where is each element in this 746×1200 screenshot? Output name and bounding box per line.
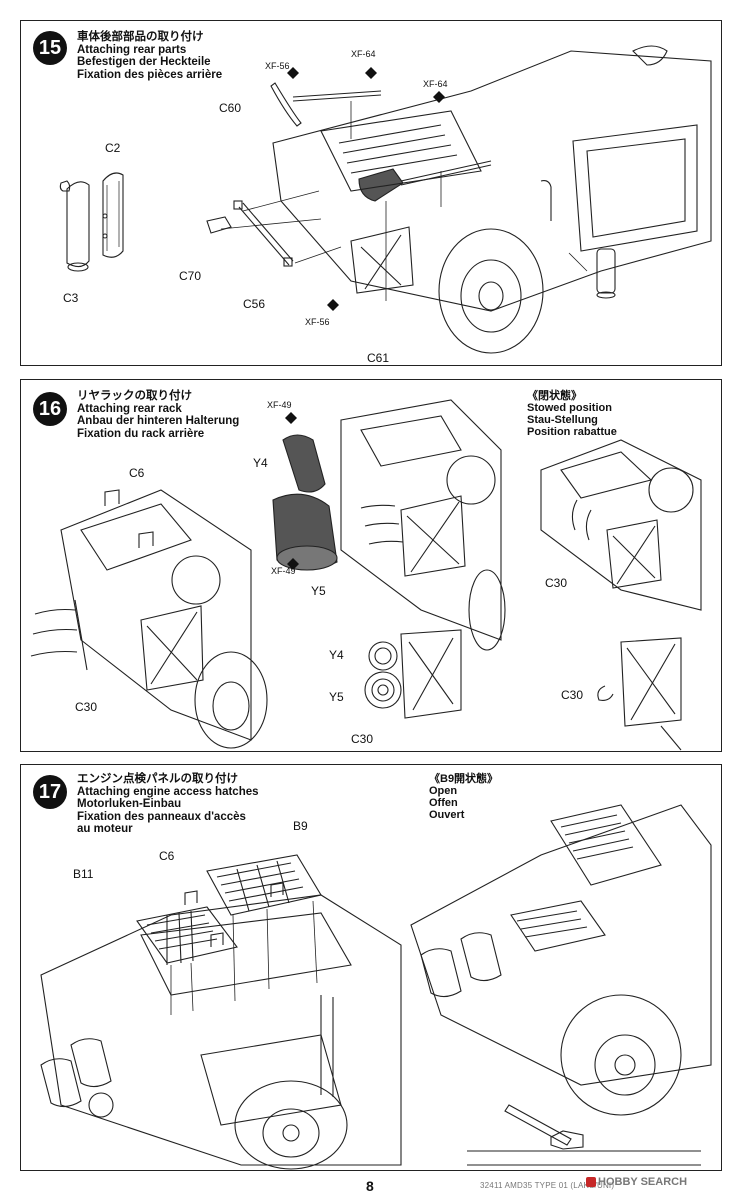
label-y5: Y5 [311,584,326,598]
part-b9-hatch [206,854,322,916]
part-c60-pickaxe [270,82,382,127]
step-16-number: 16 [33,392,67,426]
step-16-title-jp: リヤラックの取り付け [77,390,192,402]
label-xf64-right: XF-64 [423,79,448,89]
step-17-title-fr: Fixation des panneaux d'accès [77,810,246,823]
label-y5-detail: Y5 [329,690,344,704]
open-en: Open [429,785,458,797]
stowed-jp: 《閉状態》 [527,390,582,402]
step-16-illustration [30,399,702,751]
stowed-de: Stau-Stellung [527,414,598,426]
label-c30-right-bottom: C30 [561,688,584,702]
vehicle-rear-15 [272,45,712,354]
label-b11: B11 [73,867,94,881]
label-xf56-bottom: XF-56 [305,317,330,327]
part-c56-rod [233,200,294,267]
part-c70 [206,216,232,234]
label-c30-right-top: C30 [545,576,568,590]
step-15-title-fr: Fixation des pièces arrière [77,68,223,81]
vehicle-rear-16-stowed [540,439,702,611]
label-xf49-top: XF-49 [267,400,292,410]
part-c30-rack [30,599,88,671]
step-16-title-de: Anbau der hinteren Halterung [77,415,240,427]
stowed-en: Stowed position [527,402,612,414]
step-15-illustration [59,45,712,354]
vehicle-rear-16-middle [340,399,506,651]
label-c3: C3 [63,291,79,305]
vehicle-rear-17-left [40,894,402,1170]
step-17-open-caption: 《B9開状態》 Open Offen Ouvert [429,773,498,821]
part-c61-shovel [358,160,492,202]
step-15-title: 車体後部部品の取り付け Attaching rear parts Befesti… [77,31,222,81]
step-16-stowed-caption: 《閉状態》 Stowed position Stau-Stellung Posi… [527,390,617,438]
paint-markers-16 [285,412,299,570]
open-fr: Ouvert [429,809,465,821]
step-17-illustration [40,804,712,1170]
step-15-number: 15 [33,31,67,65]
label-y4: Y4 [253,456,268,470]
step-15-title-jp: 車体後部部品の取り付け [77,31,204,43]
step-15-title-de: Befestigen der Heckteile [77,56,211,68]
label-xf56-top: XF-56 [265,61,290,71]
step-17-title-fr-2: au moteur [77,823,133,835]
label-c6-16: C6 [129,466,145,480]
stowed-fr: Position rabattue [527,426,617,438]
vehicle-rear-17-open [410,804,712,1116]
step-17-panel: 17 エンジン点検パネルの取り付け Attaching engine acces… [20,764,722,1171]
step-16-title-fr: Fixation du rack arrière [77,427,205,440]
label-xf49-bottom: XF-49 [271,566,296,576]
part-b11-hatch [136,906,238,965]
part-c6-hooks-17 [184,882,284,947]
part-c2-c3-halves [59,172,124,272]
step-16-title: リヤラックの取り付け Attaching rear rack Anbau der… [77,390,239,440]
step-17-number: 17 [33,775,67,809]
paint-markers-15 [287,67,445,311]
page-number: 8 [366,1178,374,1194]
watermark-logo-icon [586,1177,596,1187]
parts-y4-y5-bedrolls [272,434,338,571]
label-c56: C56 [243,297,266,311]
label-c2: C2 [105,141,121,155]
footer-code: 32411 AMD35 TYPE 01 (LAKS/UNI) [480,1181,615,1190]
label-y4-detail: Y4 [329,648,344,662]
label-c30-detail: C30 [351,732,374,746]
vehicle-rear-16-left [60,489,268,749]
leader-lines-17 [170,900,318,1015]
detail-b9-hinge [467,1104,701,1166]
step-17-title-jp: エンジン点検パネルの取り付け [77,773,238,785]
step-15-title-en: Attaching rear parts [77,43,187,56]
label-c6-17: C6 [159,849,175,863]
step-17-title: エンジン点検パネルの取り付け Attaching engine access h… [77,773,259,836]
step-16-panel: 16 リヤラックの取り付け Attaching rear rack Anbau … [20,379,722,752]
label-c61: C61 [367,351,390,365]
label-c30-left: C30 [75,700,98,714]
step-17-title-en: Attaching engine access hatches [77,785,259,798]
step-15-panel: 15 車体後部部品の取り付け Attaching rear parts Befe… [20,20,722,366]
detail-c30-stowed [597,637,682,751]
label-b9: B9 [293,819,308,833]
open-jp: 《B9開状態》 [429,773,499,785]
step-16-title-en: Attaching rear rack [77,402,182,415]
watermark: HOBBY SEARCH [598,1176,688,1188]
detail-bedrolls-closeup [364,629,462,719]
leader-lines [220,101,588,301]
label-c60: C60 [219,101,242,115]
label-c70: C70 [179,269,202,283]
part-c6-hooks [104,489,154,548]
open-de: Offen [429,797,458,809]
label-xf64-top: XF-64 [351,49,376,59]
step-17-title-de: Motorluken-Einbau [77,798,182,810]
